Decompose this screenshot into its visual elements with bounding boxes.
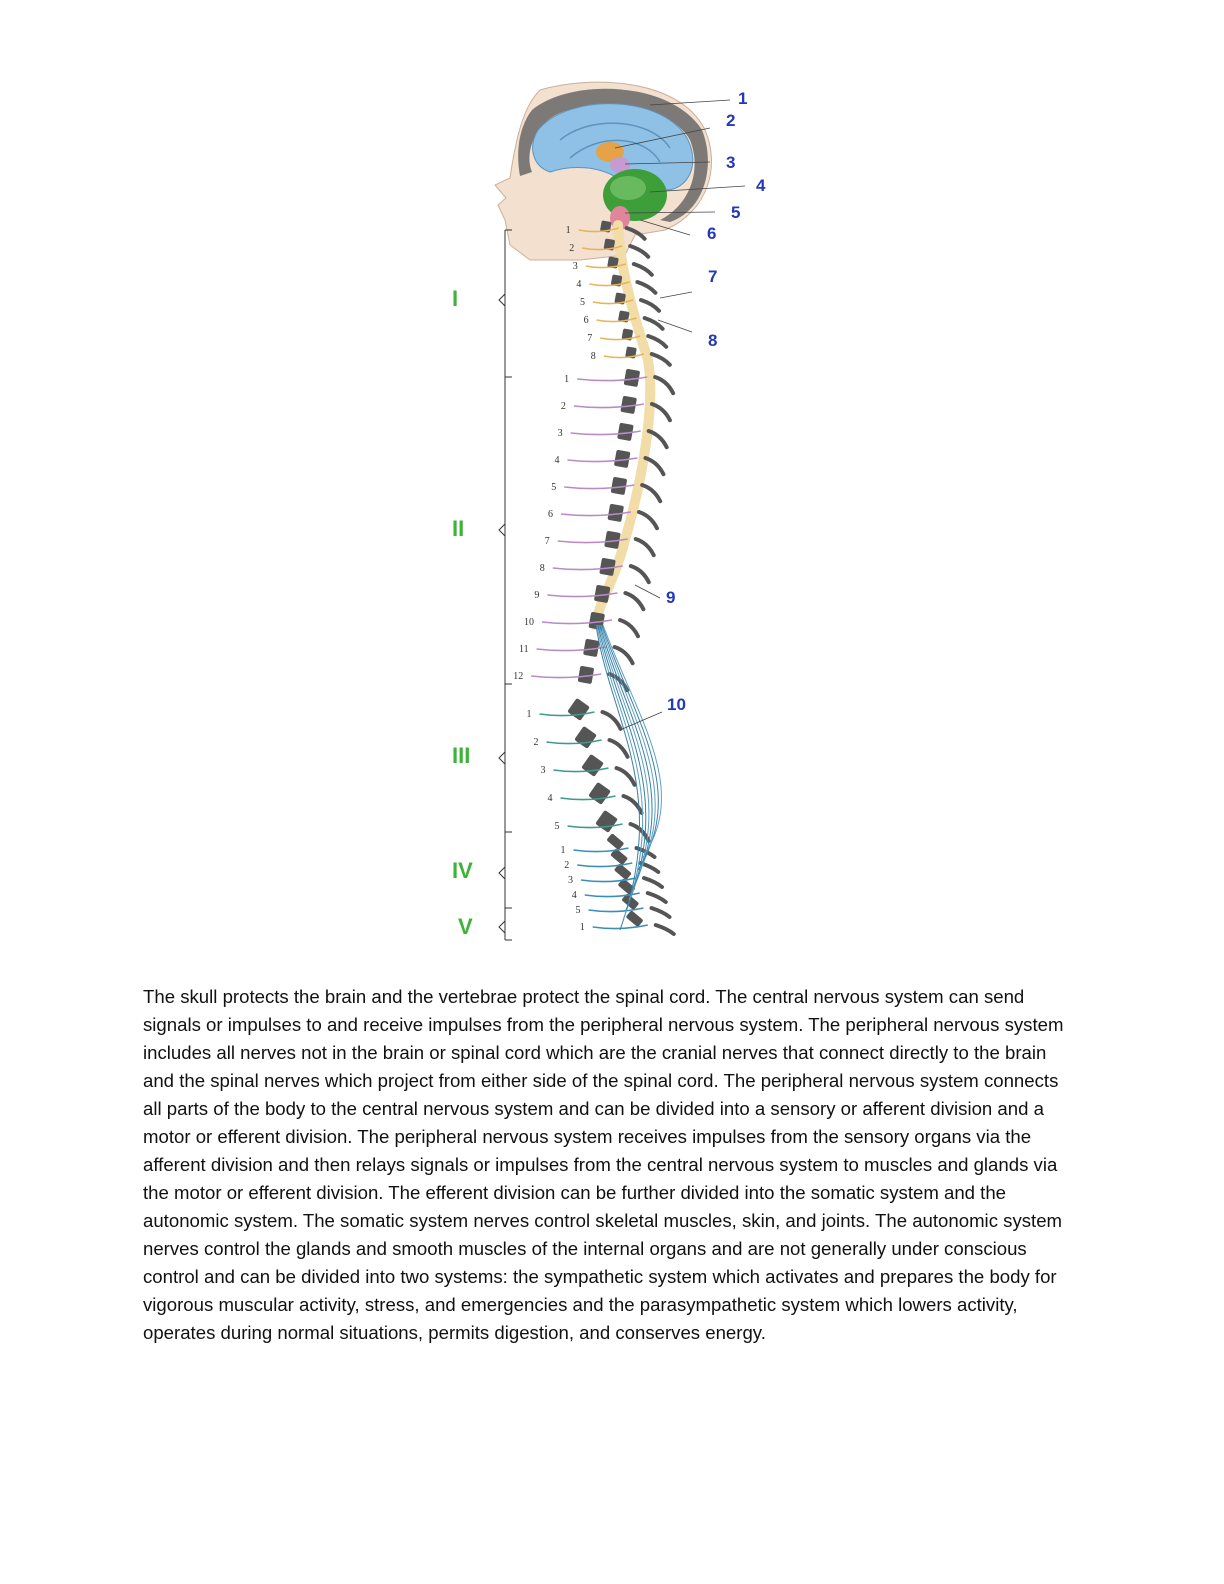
cervical-number-2: 2: [569, 243, 574, 254]
bracket-point: [499, 921, 505, 933]
cervical-spinous-process-6: [645, 318, 663, 329]
sacral-nerve-3: [581, 878, 636, 882]
cauda-strand-2: [597, 625, 643, 920]
thoracic-number-3: 3: [558, 428, 563, 439]
cervical-number-3: 3: [573, 261, 578, 272]
cervical-number-8: 8: [591, 351, 596, 362]
cervical-number-5: 5: [580, 297, 585, 308]
coccygeal-number-1: 1: [580, 922, 585, 933]
callout-6: 6: [707, 224, 716, 243]
cervical-spinous-process-7: [648, 336, 666, 347]
region-III: III: [452, 743, 470, 768]
sacral-nerve-1: [574, 848, 629, 852]
callout-3: 3: [726, 153, 735, 172]
cervical-spinous-process-4: [637, 282, 655, 293]
sacral-spinous-process-4: [648, 893, 666, 902]
callout-7: 7: [708, 267, 717, 286]
callout-10: 10: [667, 695, 686, 714]
thoracic-spinous-process-8: [631, 566, 649, 582]
thoracic-number-9: 9: [534, 590, 539, 601]
sacral-nerve-5: [589, 908, 644, 912]
sacral-number-1: 1: [561, 845, 566, 856]
thoracic-number-12: 12: [513, 671, 523, 682]
sacral-nerve-2: [577, 863, 632, 867]
cervical-spinous-process-8: [652, 354, 670, 365]
cervical-spinous-process-5: [641, 300, 659, 311]
sacral-number-3: 3: [568, 875, 573, 886]
sacral-spinous-process-5: [652, 908, 670, 917]
callout-9: 9: [666, 588, 675, 607]
bracket-point: [499, 294, 505, 306]
region-V: V: [458, 914, 473, 939]
cervical-number-1: 1: [566, 225, 571, 236]
lumbar-vertebra-2: [574, 726, 597, 749]
sacral-number-4: 4: [572, 890, 577, 901]
thoracic-number-2: 2: [561, 401, 566, 412]
thoracic-number-10: 10: [524, 617, 534, 628]
region-II: II: [452, 516, 464, 541]
thoracic-number-11: 11: [519, 644, 529, 655]
cervical-spinous-process-3: [634, 264, 652, 275]
sacral-spinous-process-3: [644, 878, 662, 887]
thoracic-number-1: 1: [564, 374, 569, 385]
region-I: I: [452, 286, 458, 311]
lumbar-spinous-process-3: [617, 768, 635, 785]
region-IV: IV: [452, 858, 473, 883]
lumbar-nerve-2: [547, 740, 602, 744]
cervical-number-4: 4: [576, 279, 581, 290]
sacral-vertebra-1: [606, 833, 624, 850]
thoracic-spinous-process-5: [642, 485, 660, 501]
coccygeal-vertebra-1: [626, 910, 644, 927]
bracket-point: [499, 752, 505, 764]
thoracic-number-5: 5: [551, 482, 556, 493]
lumbar-number-4: 4: [548, 793, 553, 804]
thoracic-spinous-process-4: [645, 458, 663, 474]
thoracic-number-6: 6: [548, 509, 553, 520]
lumbar-number-1: 1: [527, 709, 532, 720]
spine-diagram: 1234567812345678910111212345123451 1 2 3…: [420, 70, 800, 950]
cervical-nerve-8: [604, 354, 644, 358]
lumbar-number-3: 3: [541, 765, 546, 776]
lumbar-vertebra-1: [567, 698, 590, 721]
bracket-point: [499, 524, 505, 536]
lumbar-number-5: 5: [555, 821, 560, 832]
lumbar-vertebra-5: [595, 810, 618, 833]
callout-4: 4: [756, 176, 766, 195]
thoracic-spinous-process-1: [655, 377, 673, 393]
lumbar-nerve-4: [561, 796, 616, 800]
coccygeal-spinous-process-1: [656, 925, 674, 934]
callout-5: 5: [731, 203, 740, 222]
thoracic-spinous-process-10: [620, 620, 638, 636]
thoracic-number-7: 7: [545, 536, 550, 547]
cauda-strand-1: [596, 625, 640, 930]
lumbar-nerve-5: [568, 824, 623, 828]
thoracic-number-4: 4: [554, 455, 559, 466]
lumbar-vertebra-3: [581, 754, 604, 777]
thoracic-spinous-process-6: [639, 512, 657, 528]
lumbar-vertebra-4: [588, 782, 611, 805]
sacral-number-5: 5: [576, 905, 581, 916]
thoracic-number-8: 8: [540, 563, 545, 574]
sacral-number-2: 2: [564, 860, 569, 871]
cervical-number-6: 6: [584, 315, 589, 326]
cervical-spinous-process-2: [630, 246, 648, 257]
thoracic-spinous-process-9: [625, 593, 643, 609]
bracket-point: [499, 867, 505, 879]
callout-2: 2: [726, 111, 735, 130]
cervical-nerve-7: [600, 336, 640, 340]
thoracic-spinous-process-2: [652, 404, 670, 420]
lumbar-spinous-process-1: [603, 712, 621, 729]
callout-1: 1: [738, 89, 747, 108]
thoracic-spinous-process-7: [636, 539, 654, 555]
lumbar-nerve-3: [554, 768, 609, 772]
lumbar-spinous-process-2: [610, 740, 628, 757]
cervical-number-7: 7: [587, 333, 592, 344]
body-paragraph: The skull protects the brain and the ver…: [143, 983, 1073, 1347]
lumbar-nerve-1: [540, 712, 595, 716]
lumbar-number-2: 2: [534, 737, 539, 748]
callout-8: 8: [708, 331, 717, 350]
